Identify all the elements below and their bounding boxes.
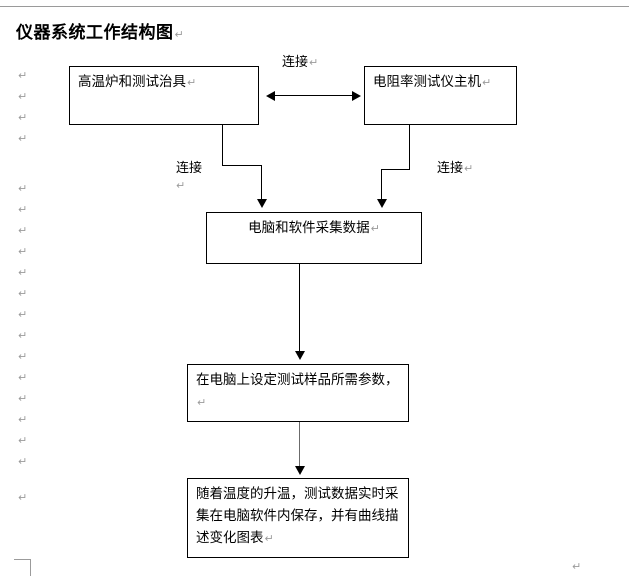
flow-box-furnace-label: 高温炉和测试治具 xyxy=(78,74,186,90)
pilcrow-mark: ↵ xyxy=(197,396,207,409)
margin-pilcrow-13: ↵ xyxy=(18,350,28,363)
connector-furnace-tester-arrowhead-right xyxy=(352,91,361,101)
margin-pilcrow-14: ↵ xyxy=(18,371,28,384)
pilcrow-mark: ↵ xyxy=(464,162,474,175)
flow-box-computer-label: 电脑和软件采集数据 xyxy=(248,220,370,236)
margin-pilcrow-17: ↵ xyxy=(18,434,28,447)
pilcrow-mark: ↵ xyxy=(187,76,197,89)
page-top-rule xyxy=(0,6,629,7)
connector-params-record-line xyxy=(299,422,300,473)
edge-label-left-connect-text: 连接 xyxy=(176,161,203,176)
connector-furnace-computer-seg-v1 xyxy=(222,125,223,165)
edge-label-right-connect: 连接↵ xyxy=(437,157,473,176)
margin-pilcrow-6: ↵ xyxy=(18,203,28,216)
margin-pilcrow-18: ↵ xyxy=(18,455,28,468)
pilcrow-mark: ↵ xyxy=(370,222,380,235)
connector-furnace-computer-seg-v2 xyxy=(261,165,262,200)
pilcrow-mark: ↵ xyxy=(482,76,492,89)
margin-pilcrow-1: ↵ xyxy=(18,69,28,82)
flow-box-computer[interactable]: 电脑和软件采集数据↵ xyxy=(206,212,422,264)
bottom-right-pilcrow: ↵ xyxy=(572,560,582,573)
connector-furnace-tester-line xyxy=(274,95,354,96)
margin-pilcrow-16: ↵ xyxy=(18,413,28,426)
connector-furnace-computer-seg-h xyxy=(222,165,262,166)
edge-label-top-connect: 连接↵ xyxy=(282,51,318,70)
connector-furnace-computer-arrowhead xyxy=(257,199,267,208)
connector-params-record-arrowhead xyxy=(295,466,305,475)
flow-box-computer-label-wrap: 电脑和软件采集数据↵ xyxy=(207,213,421,240)
margin-pilcrow-3: ↵ xyxy=(18,111,28,124)
margin-pilcrow-7: ↵ xyxy=(18,224,28,237)
flow-box-record[interactable]: 随着温度的升温，测试数据实时采集在电脑软件内保存，并有曲线描述变化图表↵ xyxy=(187,478,409,558)
flow-box-furnace[interactable]: 高温炉和测试治具↵ xyxy=(69,66,259,125)
margin-pilcrow-10: ↵ xyxy=(18,287,28,300)
edge-label-left-connect: 连接 xyxy=(176,157,202,176)
margin-pilcrow-9: ↵ xyxy=(18,266,28,279)
margin-pilcrow-15: ↵ xyxy=(18,392,28,405)
flow-box-tester[interactable]: 电阻率测试仪主机↵ xyxy=(364,66,517,125)
page-title-text: 仪器系统工作结构图 xyxy=(16,23,174,43)
flow-box-params-label: 在电脑上设定测试样品所需参数， xyxy=(196,372,399,388)
flow-box-record-label-wrap: 随着温度的升温，测试数据实时采集在电脑软件内保存，并有曲线描述变化图表↵ xyxy=(188,479,408,550)
page-margin-corner-mark xyxy=(14,559,31,576)
pilcrow-mark: ↵ xyxy=(309,56,319,69)
connector-tester-computer-seg-h xyxy=(381,169,410,170)
flow-box-record-label: 随着温度的升温，测试数据实时采集在电脑软件内保存，并有曲线描述变化图表 xyxy=(196,486,399,546)
connector-computer-params-arrowhead xyxy=(295,351,305,360)
edge-label-top-connect-text: 连接 xyxy=(282,55,309,70)
connector-tester-computer-arrowhead xyxy=(377,199,387,208)
margin-pilcrow-12: ↵ xyxy=(18,329,28,342)
margin-pilcrow-19: ↵ xyxy=(18,491,28,504)
flow-box-params[interactable]: 在电脑上设定测试样品所需参数， ↵ xyxy=(187,364,409,422)
flow-box-params-label-wrap: 在电脑上设定测试样品所需参数， ↵ xyxy=(188,365,408,414)
margin-pilcrow-11: ↵ xyxy=(18,308,28,321)
connector-computer-params-line xyxy=(299,264,300,352)
margin-pilcrow-2: ↵ xyxy=(18,90,28,103)
edge-label-right-connect-text: 连接 xyxy=(437,161,464,176)
connector-tester-computer-seg-v2 xyxy=(381,169,382,200)
edge-label-left-connect-pilcrow: ↵ xyxy=(176,179,186,192)
margin-pilcrow-4: ↵ xyxy=(18,132,28,145)
page-title: 仪器系统工作结构图↵ xyxy=(16,18,184,43)
margin-pilcrow-5: ↵ xyxy=(18,182,28,195)
flow-box-furnace-label-wrap: 高温炉和测试治具↵ xyxy=(70,67,258,94)
flow-box-tester-label: 电阻率测试仪主机 xyxy=(373,74,481,90)
flow-box-tester-label-wrap: 电阻率测试仪主机↵ xyxy=(365,67,516,94)
margin-pilcrow-8: ↵ xyxy=(18,245,28,258)
pilcrow-mark: ↵ xyxy=(264,532,274,545)
connector-tester-computer-seg-v1 xyxy=(409,125,410,169)
connector-furnace-tester-arrowhead-left xyxy=(266,91,275,101)
pilcrow-mark: ↵ xyxy=(174,28,185,41)
